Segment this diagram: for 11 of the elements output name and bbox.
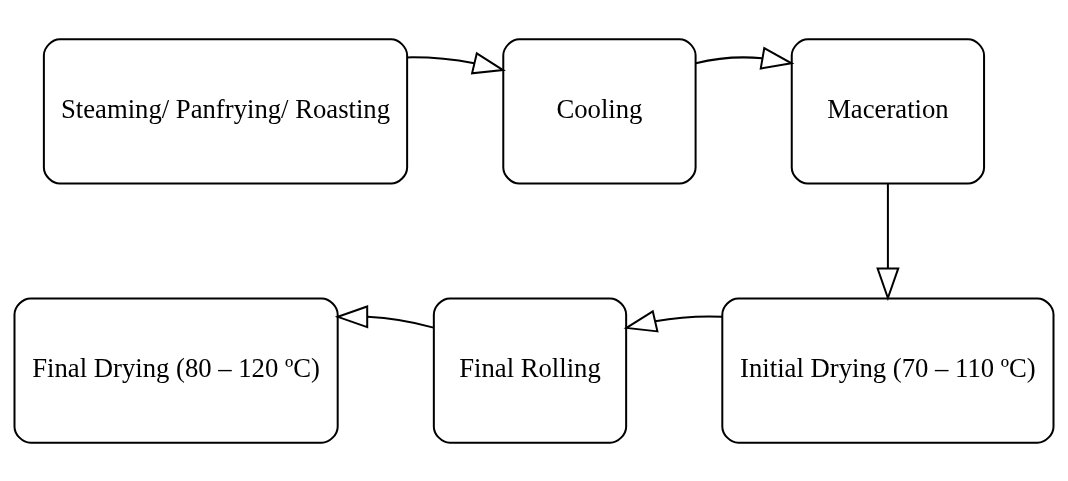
arrow [623,309,723,332]
node-box: Cooling [502,37,697,185]
arrow [876,182,900,301]
arrow [406,51,506,74]
arrow [334,304,435,329]
arrow [694,46,795,70]
node-box: Final Drying (80 – 120 ºC) [13,296,339,444]
node-box: Initial Drying (70 – 110 ºC) [721,296,1055,444]
node-box: Maceration [790,37,986,185]
node-box: Final Rolling [432,296,628,444]
node-box: Steaming/ Panfrying/ Roasting [42,37,409,185]
